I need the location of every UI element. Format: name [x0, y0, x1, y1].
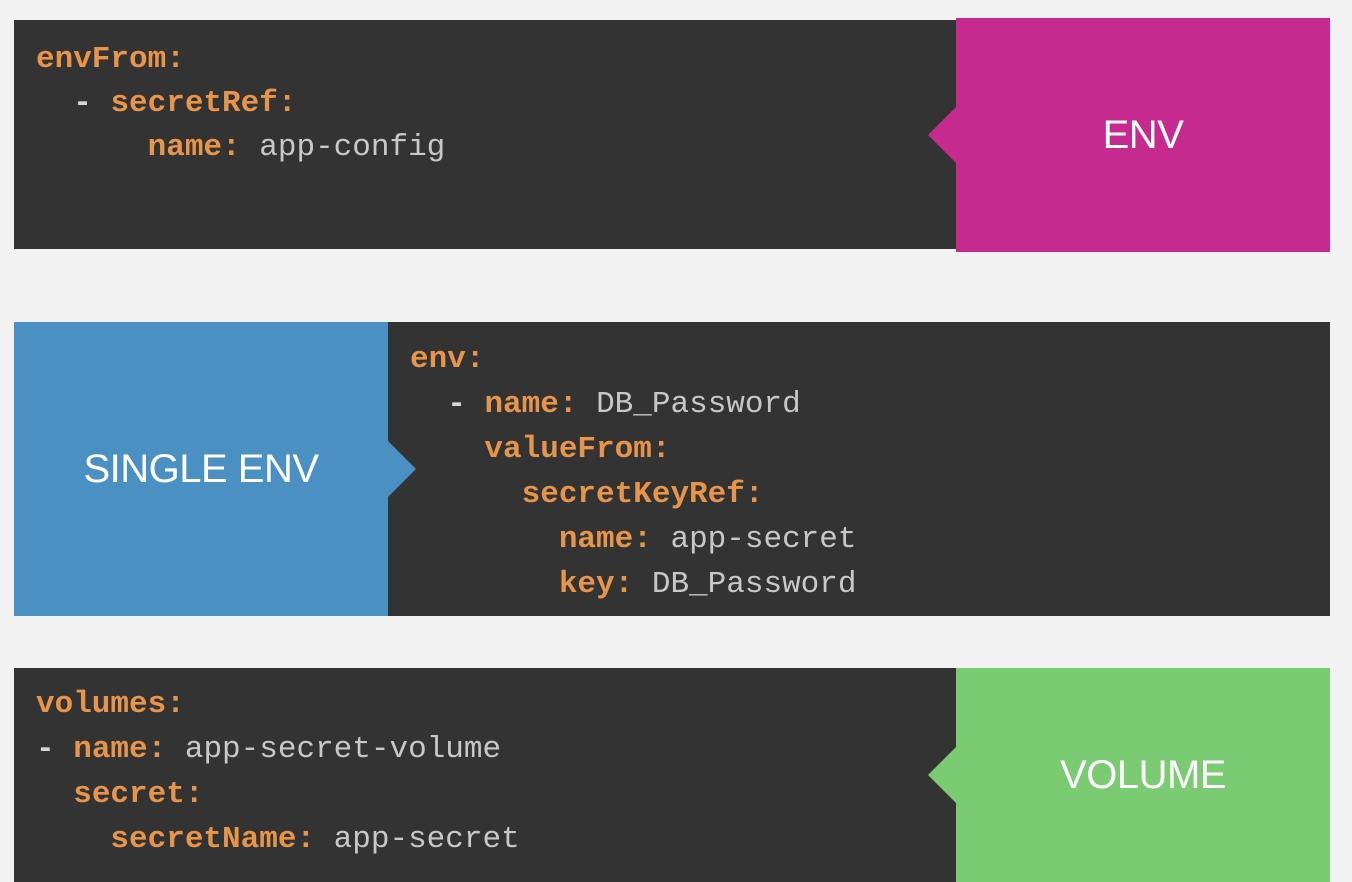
- yaml-key: name: [73, 732, 148, 767]
- yaml-key: valueFrom: [484, 432, 652, 467]
- yaml-colon: :: [465, 342, 485, 377]
- yaml-key: env: [410, 342, 466, 377]
- yaml-value: app-secret: [315, 822, 520, 857]
- code-line: key: DB_Password: [410, 565, 857, 605]
- yaml-colon: :: [147, 732, 167, 767]
- yaml-value: app-secret-volume: [166, 732, 502, 767]
- yaml-key: secretKeyRef: [521, 477, 745, 512]
- single-env-tag: SINGLE ENV: [14, 322, 416, 616]
- yaml-dash: -: [447, 387, 485, 422]
- yaml-key: volumes: [36, 687, 167, 722]
- yaml-colon: :: [296, 822, 316, 857]
- yaml-key: name: [558, 522, 634, 557]
- pointer-arrow-icon: [928, 747, 956, 803]
- yaml-colon: :: [222, 130, 241, 165]
- yaml-colon: :: [166, 42, 185, 77]
- yaml-value: app-config: [240, 130, 446, 165]
- yaml-key: key: [558, 567, 615, 602]
- yaml-colon: :: [277, 86, 297, 121]
- code-line: secretKeyRef:: [410, 475, 764, 515]
- pointer-arrow-icon: [928, 107, 956, 163]
- code-line: name: app-config: [36, 128, 446, 168]
- code-line: envFrom:: [36, 40, 185, 80]
- env-code-block: envFrom: - secretRef: name: app-config: [14, 20, 959, 249]
- code-line: secretName: app-secret: [36, 820, 520, 860]
- yaml-colon: :: [651, 432, 671, 467]
- yaml-key: name: [484, 387, 559, 422]
- single-env-tag-label: SINGLE ENV: [83, 446, 319, 491]
- code-line: - name: app-secret-volume: [36, 730, 501, 770]
- yaml-value: DB_Password: [633, 567, 857, 602]
- code-line: - name: DB_Password: [410, 385, 801, 425]
- code-line: - secretRef:: [36, 84, 296, 124]
- env-tag-label: ENV: [1102, 112, 1184, 157]
- code-line: name: app-secret: [410, 520, 857, 560]
- code-line: valueFrom:: [410, 430, 670, 470]
- yaml-dash: -: [73, 86, 111, 121]
- yaml-colon: :: [184, 777, 204, 812]
- yaml-key: secret: [73, 777, 185, 812]
- env-tag: ENV: [928, 18, 1330, 252]
- pointer-arrow-icon: [388, 441, 416, 497]
- volume-tag-label: VOLUME: [1060, 752, 1226, 797]
- code-line: volumes:: [36, 685, 185, 725]
- yaml-colon: :: [166, 687, 185, 722]
- code-line: env:: [410, 340, 484, 380]
- yaml-colon: :: [744, 477, 764, 512]
- volume-code-block: volumes: - name: app-secret-volume secre…: [14, 668, 959, 882]
- yaml-key: name: [147, 130, 223, 165]
- yaml-colon: :: [558, 387, 578, 422]
- yaml-value: DB_Password: [577, 387, 801, 422]
- volume-tag: VOLUME: [928, 668, 1330, 882]
- yaml-key: envFrom: [36, 42, 167, 77]
- single-env-code-block: env: - name: DB_Password valueFrom: secr…: [388, 322, 1330, 616]
- yaml-key: secretRef: [110, 86, 278, 121]
- yaml-key: secretName: [110, 822, 297, 857]
- yaml-colon: :: [633, 522, 652, 557]
- yaml-colon: :: [614, 567, 634, 602]
- code-line: secret:: [36, 775, 203, 815]
- yaml-dash: -: [36, 732, 74, 767]
- yaml-value: app-secret: [651, 522, 857, 557]
